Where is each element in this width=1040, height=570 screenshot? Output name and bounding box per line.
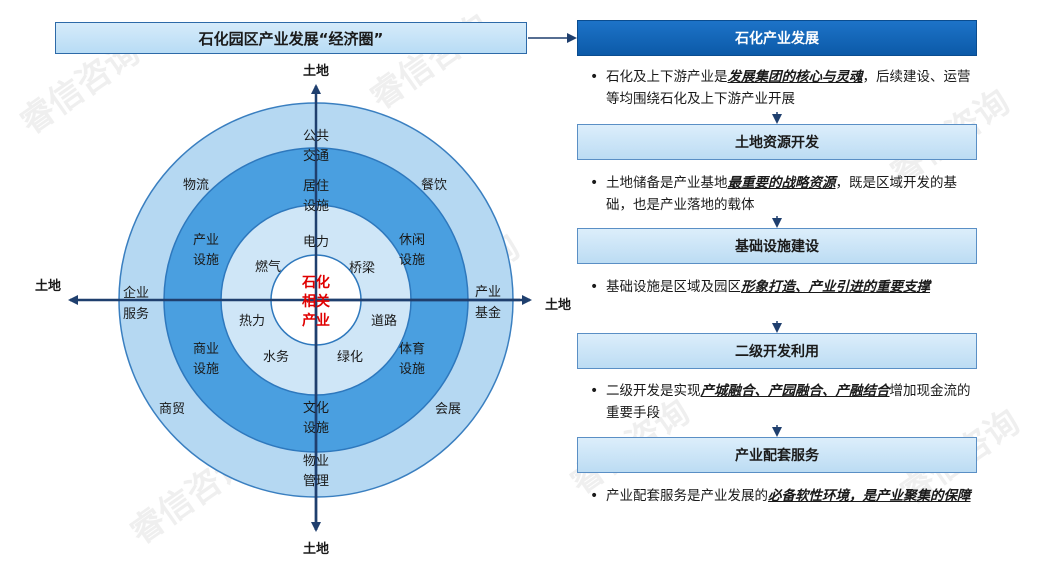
outer-ring-label: 会展: [435, 402, 461, 417]
core-label: 石化: [301, 274, 330, 291]
section-head-support-services: 产业配套服务: [577, 437, 977, 473]
section-head-petrochemical: 石化产业发展: [577, 20, 977, 56]
inner-ring-label: 道路: [371, 313, 397, 329]
middle-ring-label: 居住: [303, 179, 329, 194]
inner-ring-label: 桥梁: [349, 261, 375, 276]
middle-ring-label: 设施: [193, 253, 219, 268]
section-text-infrastructure: 基础设施是区域及园区形象打造、产业引进的重要支撑: [590, 276, 975, 298]
axis-label-left: 土地: [35, 278, 61, 294]
outer-ring-label: 餐饮: [421, 177, 447, 193]
middle-ring-label: 商业: [193, 342, 219, 357]
section-text-secondary-development: 二级开发是实现产城融合、产园融合、产融结合增加现金流的重要手段: [590, 380, 975, 424]
middle-ring-label: 设施: [193, 362, 219, 377]
outer-ring-label: 企业: [123, 285, 149, 301]
axis-label-top: 土地: [303, 63, 329, 79]
inner-ring-label: 绿化: [337, 350, 363, 365]
inner-ring-label: 水务: [263, 349, 289, 365]
section-head-land: 土地资源开发: [577, 124, 977, 160]
inner-ring-label: 热力: [239, 314, 265, 329]
section-head-infrastructure: 基础设施建设: [577, 228, 977, 264]
outer-ring-label: 服务: [123, 306, 149, 322]
outer-ring-label: 交通: [303, 148, 329, 164]
middle-ring-label: 设施: [399, 253, 425, 268]
section-text-petrochemical: 石化及上下游产业是发展集团的核心与灵魂，后续建设、运营等均围绕石化及上下游产业开…: [590, 66, 975, 110]
outer-ring-label: 物流: [183, 178, 209, 193]
core-label: 产业: [302, 312, 330, 329]
inner-ring-label: 燃气: [255, 259, 281, 275]
outer-ring-label: 商贸: [159, 402, 185, 417]
middle-ring-label: 体育: [399, 341, 425, 357]
section-text-support-services: 产业配套服务是产业发展的必备软性环境，是产业聚集的保障: [590, 485, 975, 507]
section-text-land: 土地储备是产业基地最重要的战略资源，既是区域开发的基础，也是产业落地的载体: [590, 172, 975, 216]
inner-ring-label: 电力: [303, 235, 329, 250]
outer-ring-label: 物业: [303, 454, 329, 469]
middle-ring-label: 文化: [303, 401, 329, 416]
middle-ring-label: 设施: [399, 362, 425, 377]
outer-ring-label: 基金: [475, 305, 501, 321]
outer-ring-label: 管理: [303, 474, 329, 489]
axis-label-right: 土地: [545, 297, 571, 313]
middle-ring-label: 产业: [193, 233, 219, 248]
section-head-secondary-development: 二级开发利用: [577, 333, 977, 369]
core-label: 相关: [302, 293, 330, 310]
middle-ring-label: 设施: [303, 421, 329, 436]
axis-label-bottom: 土地: [303, 541, 329, 557]
outer-ring-label: 公共: [303, 129, 329, 144]
diagram-title: 石化园区产业发展“经济圈”: [55, 22, 527, 54]
outer-ring-label: 产业: [475, 285, 501, 300]
middle-ring-label: 设施: [303, 199, 329, 214]
middle-ring-label: 休闲: [399, 233, 425, 248]
